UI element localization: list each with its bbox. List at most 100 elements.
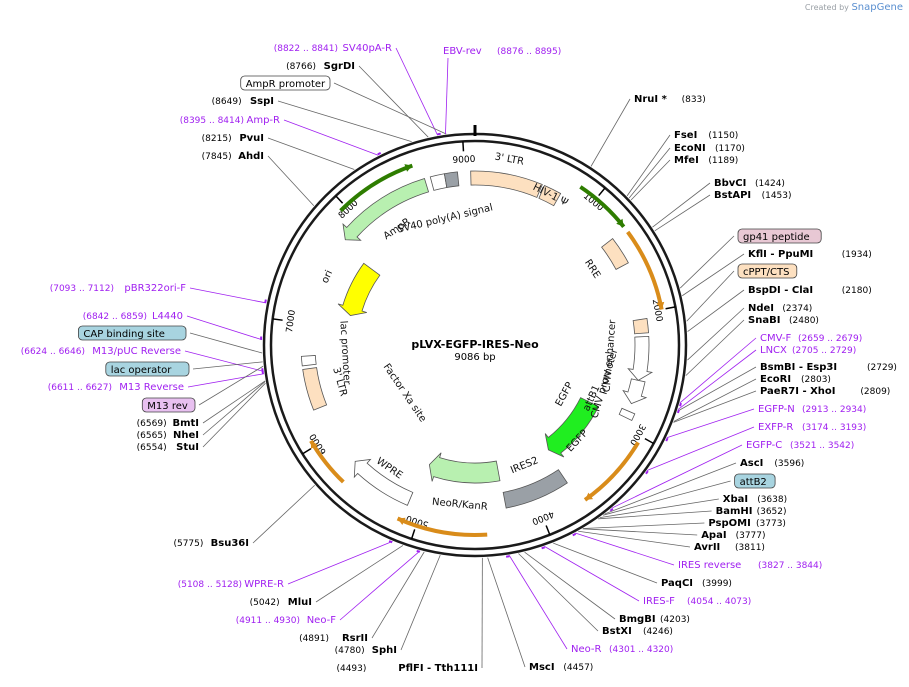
leader-sites_right-27 [575, 532, 675, 566]
site-ires-reverse: IRES reverse(3827 .. 3844) [678, 560, 822, 571]
leader-sites_right-17 [666, 408, 755, 439]
feature-label-ires2-8: IRES2 [509, 455, 540, 476]
site-coord: (2374) [782, 304, 812, 314]
site-bmti: BmtI(6569) [137, 418, 199, 429]
site-coord: (3521 .. 3542) [790, 441, 854, 451]
site-bsu36i: Bsu36I(5775) [173, 538, 249, 549]
site-coord: (2180) [842, 286, 872, 296]
site-bstxi: BstXI(4246) [602, 626, 673, 637]
feature-ampr-promoter-16 [443, 171, 460, 188]
site-box [240, 75, 331, 91]
site-name: M13/pUC Reverse [92, 346, 181, 357]
direction-arc-2 [583, 441, 640, 502]
site-coord: (8822 .. 8841) [274, 44, 338, 54]
site-bmgbi: BmgBI(4203) [619, 614, 690, 625]
site-name: NdeI [748, 303, 774, 314]
site-coord: (3596) [774, 459, 804, 469]
site-fsei: FseI(1150) [674, 130, 738, 141]
leader-sites_bottom-3 [518, 553, 599, 632]
site-coord: (6624 .. 6646) [21, 347, 85, 357]
site-sv40pa-r: SV40pA-R(8822 .. 8841) [274, 43, 392, 54]
site-ebv-rev: EBV-rev(8876 .. 8895) [443, 46, 561, 57]
feature-rre-2 [601, 238, 629, 270]
site-coord: (1170) [715, 144, 745, 154]
site-name: PspOMI [708, 518, 750, 529]
leader-sites_right-2 [628, 147, 671, 199]
leader-sites_right-18 [646, 426, 755, 471]
site-name: EcoNI [674, 143, 706, 154]
site-name: BstAPI [714, 190, 751, 201]
site-name: NruI * [634, 94, 668, 105]
site-coord: (8766) [286, 62, 316, 72]
site-coord: (4891) [299, 634, 329, 644]
site-coord: (3174 .. 3193) [802, 423, 866, 433]
leader-sites_left-13 [198, 365, 264, 406]
site-name: BamHI [716, 506, 753, 517]
site-coord: (4493) [336, 664, 366, 674]
leader-sites_right-9 [687, 289, 745, 332]
site-name: M13 Reverse [119, 382, 184, 393]
site-name: EBV-rev [443, 46, 482, 57]
plasmid-name: pLVX-EGFP-IRES-Neo [411, 338, 539, 351]
site-coord: (4203) [660, 615, 690, 625]
leader-sites_right-15 [673, 378, 757, 422]
site-box-label: CAP binding site [83, 329, 165, 340]
site-name: EXFP-R [758, 422, 793, 433]
site-box [737, 228, 822, 244]
leader-sites_right-0 [590, 98, 631, 167]
site-mlui: MluI(5042) [250, 597, 312, 608]
site-coord: (5775) [173, 539, 203, 549]
leader-top-0 [445, 57, 449, 135]
leader-sites_right-23 [598, 510, 712, 520]
site-pvui: PvuI(8215) [202, 133, 264, 144]
site-name: BmtI [172, 418, 199, 429]
tick-label-9000: 9000 [452, 155, 476, 166]
leader-sites_bottom-1 [544, 546, 640, 602]
leader-sites_right-8 [686, 270, 735, 322]
tick-8000 [335, 195, 344, 204]
feature-sv40-poly-a-signal-15 [429, 173, 448, 191]
site-attb2: attB2 [734, 473, 776, 489]
site-name: FseI [674, 130, 697, 141]
leader-sites_left-6 [267, 155, 315, 207]
site-name: Neo-F [307, 615, 337, 626]
site-name: BspDI - ClaI [748, 285, 813, 296]
tick-5000 [410, 529, 416, 540]
site-coord: (4457) [563, 663, 593, 673]
leader-sites_left-19 [315, 545, 404, 603]
primer-mark-sites_bottom-1 [541, 546, 546, 550]
site-name: StuI [176, 442, 199, 453]
site-neo-f: Neo-F(4911 .. 4930) [236, 615, 337, 626]
leader-sites_right-22 [599, 498, 719, 519]
site-box-label: lac operator [111, 365, 172, 376]
site-coord: (4054 .. 4073) [687, 597, 751, 607]
leader-sites_left-10 [184, 350, 264, 372]
leader-sites_bottom-4 [508, 555, 568, 650]
leader-sites_left-5 [267, 137, 355, 170]
primer-mark-sites_left-7 [264, 299, 267, 303]
leader-sites_right-7 [682, 253, 745, 297]
feature-label-ori-14: ori [320, 269, 335, 285]
site-coord: (1453) [762, 191, 792, 201]
site-bamhi: BamHI(3652) [716, 506, 787, 517]
direction-arc-head-4 [310, 440, 318, 449]
primer-mark-sites_right-27 [572, 532, 577, 537]
site-box [734, 473, 776, 489]
site-name: LNCX [760, 345, 787, 356]
leader-sites_left-17 [252, 484, 315, 544]
site-name: XbaI [723, 494, 748, 505]
site-name: PaeR7I - XhoI [760, 386, 836, 397]
site-coord: (6611 .. 6627) [48, 383, 112, 393]
leader-sites_right-10 [687, 307, 745, 361]
features [260, 132, 682, 558]
leader-sites_right-24 [583, 522, 705, 529]
primer-mark-sites_left-18 [388, 540, 393, 544]
direction-arc-head-3 [397, 517, 406, 526]
tick-9000 [462, 141, 465, 152]
site-bspdi-clai: BspDI - ClaI (2180) [748, 285, 872, 296]
site-coord: (8395 .. 8414) [180, 116, 244, 126]
tick-label-7000: 7000 [285, 309, 298, 333]
site-coord: (6565) [137, 431, 167, 441]
direction-arc-3 [396, 516, 488, 537]
site-name: SspI [250, 96, 274, 107]
